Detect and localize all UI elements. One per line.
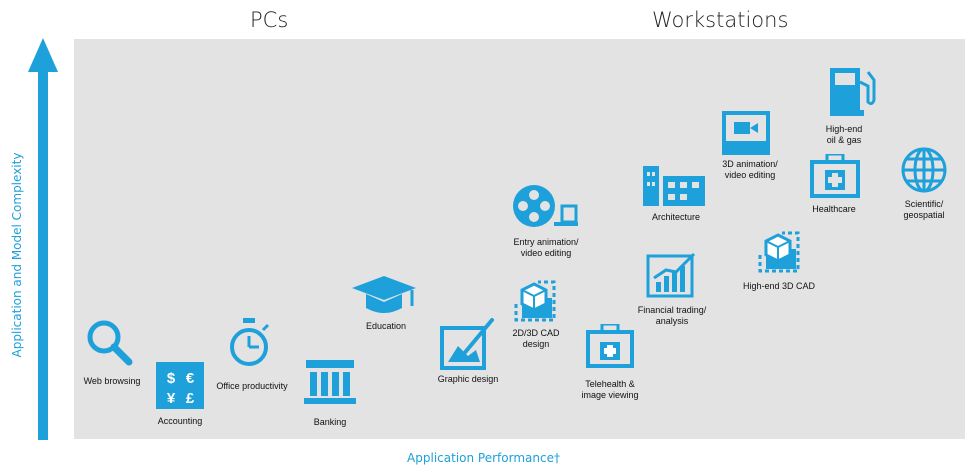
globe-icon <box>901 147 947 193</box>
y-axis-label: Application and Model Complexity <box>10 152 24 358</box>
trading-chart-icon <box>646 252 696 298</box>
x-axis-label: Application Performance† <box>407 451 560 465</box>
currency-icon: $ € ¥ £ <box>156 362 204 409</box>
entry-animation-label: Entry animation/ video editing <box>513 237 579 258</box>
magnifier-icon <box>87 320 133 366</box>
currency-glyph-pound: £ <box>186 390 195 407</box>
currency-glyph-euro: € <box>186 370 195 387</box>
currency-glyph-dollar: $ <box>167 370 176 387</box>
film-reel-icon <box>513 185 578 227</box>
workstations-header: Workstations <box>652 8 789 32</box>
graduation-cap-icon <box>352 276 416 313</box>
telehealth-label: Telehealth & image viewing <box>581 379 639 400</box>
currency-glyph-yen: ¥ <box>167 390 176 407</box>
buildings-icon <box>643 166 705 206</box>
accounting-label: Accounting <box>157 416 203 426</box>
banking-label: Banking <box>313 417 347 427</box>
pcs-header: PCs <box>250 8 289 32</box>
high-end-cad-label: High-end 3D CAD <box>742 281 816 291</box>
stopwatch-icon <box>230 318 270 366</box>
architecture-label: Architecture <box>651 212 701 222</box>
cad-cube-icon <box>514 280 556 322</box>
fuel-pump-icon <box>830 68 876 116</box>
healthcare-label: Healthcare <box>812 204 856 214</box>
high-end-cad-cube-icon <box>758 231 800 273</box>
video-camera-icon <box>722 111 770 155</box>
office-productivity-label: Office productivity <box>216 381 288 391</box>
graphic-design-label: Graphic design <box>437 374 499 384</box>
medical-kit-outline-icon <box>586 324 634 368</box>
medical-kit-icon <box>810 154 860 198</box>
graphic-design-icon <box>440 318 494 370</box>
bank-icon <box>304 360 356 404</box>
cad-design-label: 2D/3D CAD design <box>512 328 560 349</box>
scientific-label: Scientific/ geospatial <box>903 199 945 220</box>
web-browsing-label: Web browsing <box>83 376 141 386</box>
diagram-panel <box>74 39 965 439</box>
3d-animation-label: 3D animation/ video editing <box>722 159 778 180</box>
education-label: Education <box>365 321 407 331</box>
financial-trading-label: Financial trading/ analysis <box>637 305 707 326</box>
oil-gas-label: High-end oil & gas <box>825 124 863 145</box>
complexity-arrow <box>28 38 58 440</box>
